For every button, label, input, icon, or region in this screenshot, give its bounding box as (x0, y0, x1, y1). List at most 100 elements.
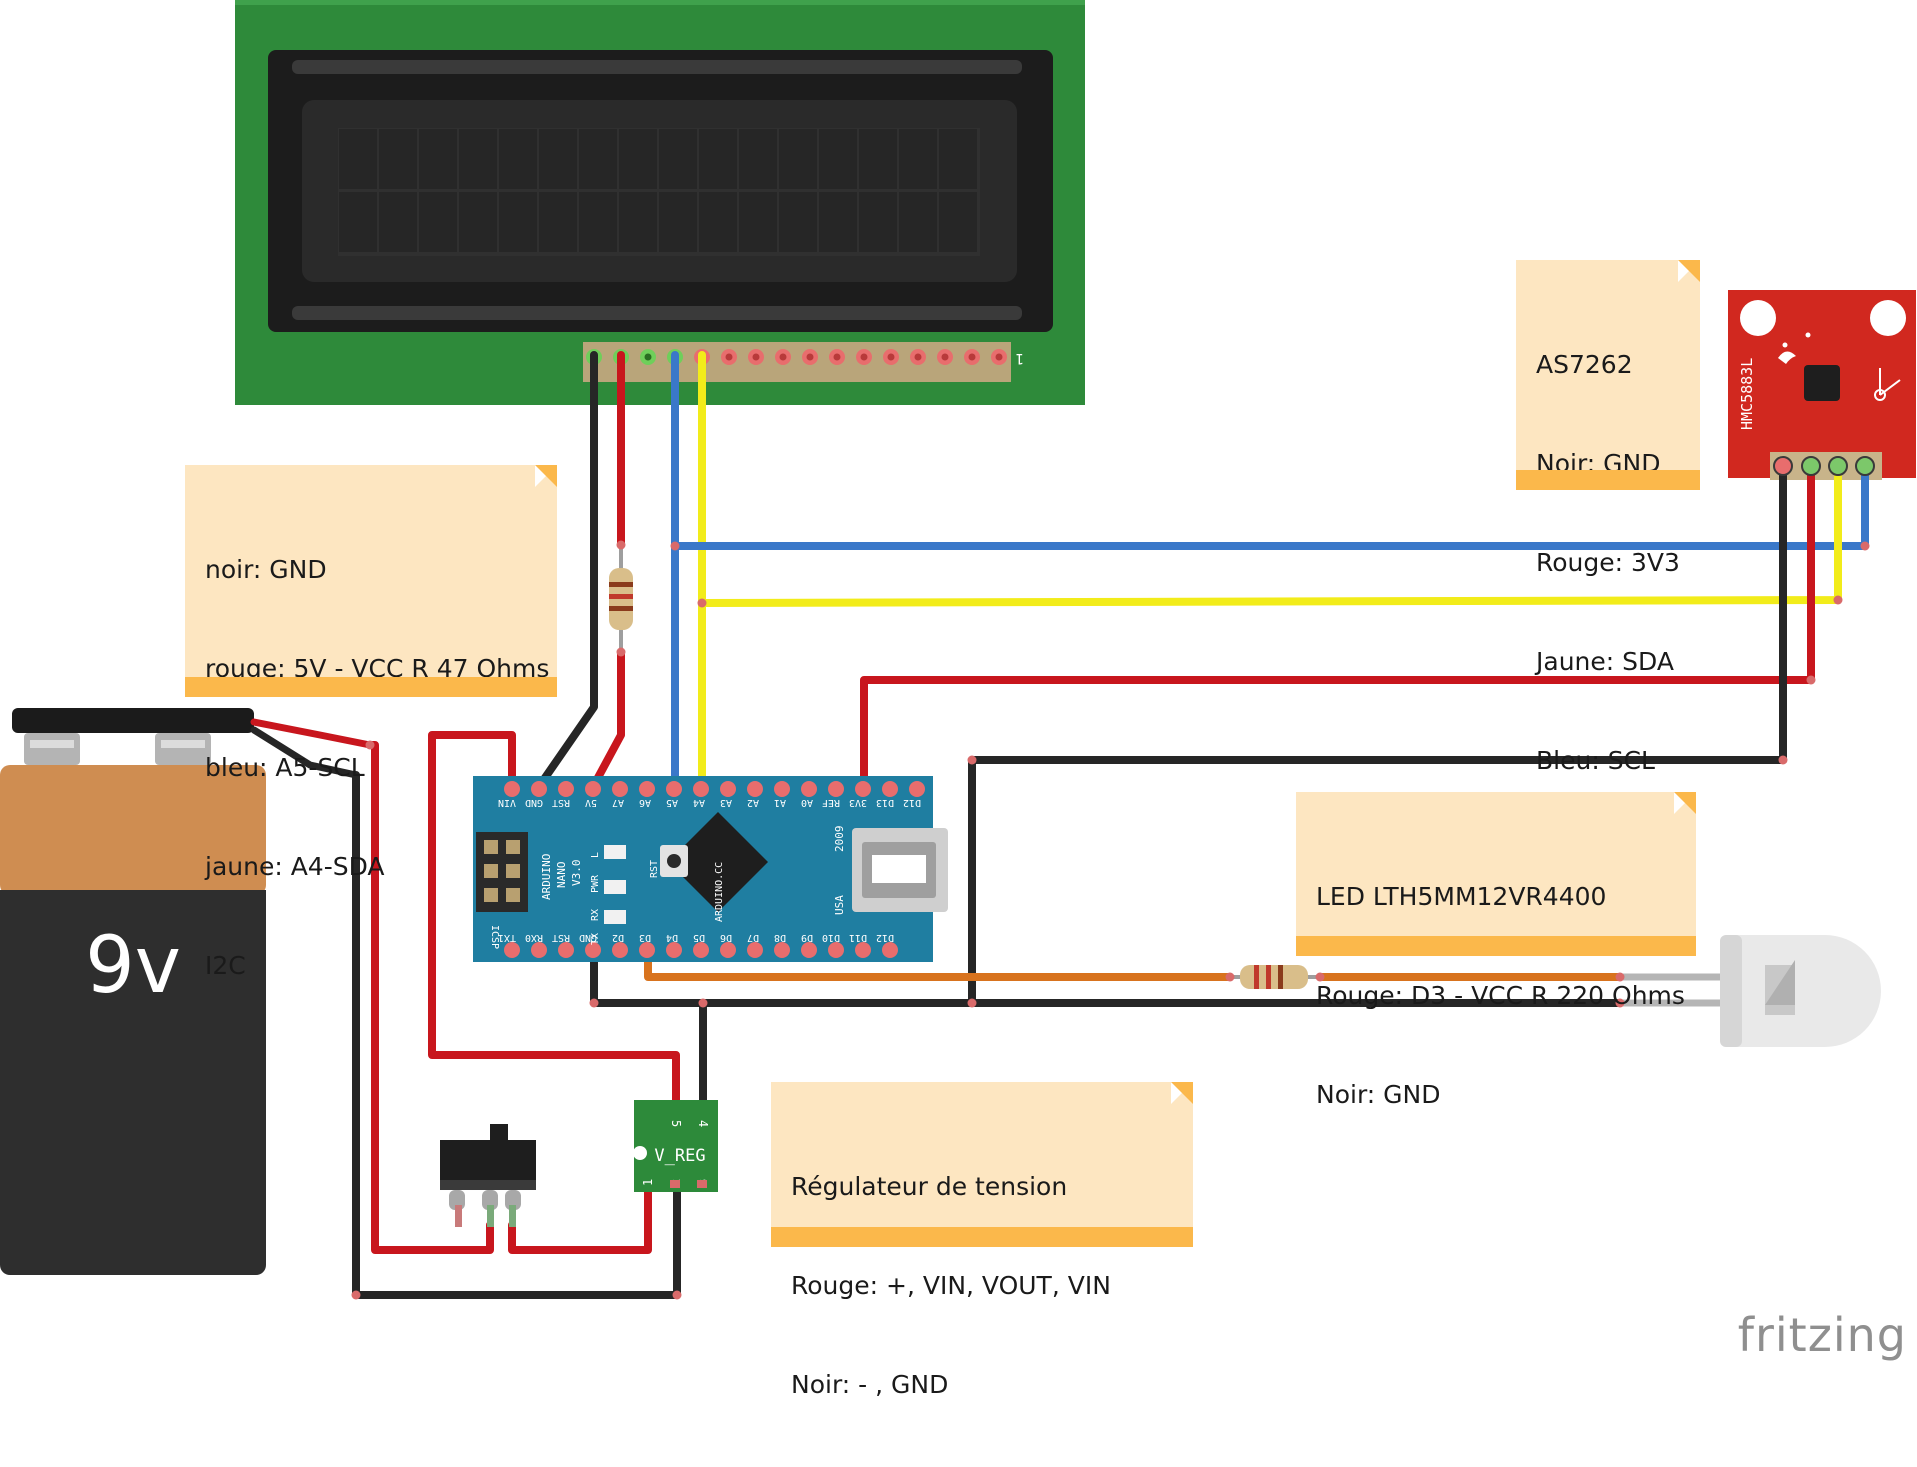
regulator-pin-4: 4 (696, 1120, 710, 1127)
lcd-cell (659, 129, 697, 189)
lcd-cell (459, 129, 497, 189)
note-regulator-line-1: Régulateur de tension (791, 1172, 1068, 1201)
battery-voltage-label: 9v (85, 921, 181, 1011)
note-sensor-line-4: Jaune: SDA (1536, 647, 1674, 676)
arduino-top-pin (558, 781, 574, 797)
circuit-diagram: 1 HMC5883L 9v (0, 0, 1916, 1300)
regulator-pin-1: 1 (641, 1179, 655, 1186)
note-sensor-line-3: Rouge: 3V3 (1536, 548, 1680, 577)
resistor-220-ohms (1240, 965, 1308, 989)
arduino-bottom-pin-label: RST (552, 932, 570, 943)
lcd-cell (899, 129, 937, 189)
arduino-bottom-pin-label: D2 (612, 932, 624, 943)
lcd-cell (859, 192, 897, 252)
arduino-name-line-3: V3.0 (570, 860, 583, 887)
arduino-bottom-pin-header (504, 942, 898, 958)
arduino-top-pin-header (504, 781, 925, 797)
wire-endpoint (1315, 972, 1325, 982)
arduino-top-pin (693, 781, 709, 797)
sensor-board: HMC5883L (1728, 290, 1916, 480)
wire-endpoint (616, 540, 626, 550)
wire-endpoint (697, 598, 707, 608)
note-sensor-wiring: AS7262 Noir: GND Rouge: 3V3 Jaune: SDA B… (1516, 260, 1700, 775)
sensor-pin (1828, 456, 1848, 476)
note-lcd-line-3: bleu: A5-SCL (205, 753, 365, 782)
arduino-bottom-pin (882, 942, 898, 958)
lcd-cell (539, 192, 577, 252)
arduino-bottom-pin (558, 942, 574, 958)
icsp-pin (484, 864, 498, 878)
arduino-top-pin-label: GND (525, 797, 543, 808)
arduino-top-pin-label: A1 (774, 797, 786, 808)
regulator-label: V_REG (654, 1146, 705, 1166)
arduino-top-pin (801, 781, 817, 797)
arduino-bottom-pin (666, 942, 682, 958)
arduino-top-pin-label: 5V (585, 797, 597, 808)
arduino-top-pin (774, 781, 790, 797)
arduino-top-pin (612, 781, 628, 797)
wire-endpoint (670, 541, 680, 551)
wire-endpoint (589, 998, 599, 1008)
lcd-cell (459, 192, 497, 252)
lcd-cell (739, 129, 777, 189)
arduino-top-pin-label: A6 (639, 797, 651, 808)
arduino-top-pin (531, 781, 547, 797)
lcd-character-cells (339, 129, 977, 252)
wire-endpoint (1806, 675, 1816, 685)
voltage-regulator: V_REG 5 4 1 2 3 (633, 1100, 718, 1192)
arduino-name-line-1: ARDUINO (540, 854, 553, 900)
arduino-site-label: ARDUINO.CC (714, 862, 725, 922)
wire-endpoint (672, 1290, 682, 1300)
wire-endpoint (365, 740, 375, 750)
arduino-led-label-l: L (590, 852, 601, 858)
arduino-top-pin-label: A5 (666, 797, 678, 808)
lcd-cell (619, 192, 657, 252)
note-regulator-line-3: Noir: - , GND (791, 1370, 949, 1399)
battery-9v: 9v (0, 708, 266, 1275)
arduino-bottom-pin (828, 942, 844, 958)
lcd-cell (939, 192, 977, 252)
wire-endpoint (1615, 998, 1625, 1008)
lcd-cell (619, 129, 657, 189)
arduino-usa-label: USA (833, 895, 846, 915)
arduino-bottom-pin-label: TX1 (498, 932, 516, 943)
sensor-chip-label: HMC5883L (1738, 358, 1756, 430)
lcd-cell (819, 192, 857, 252)
arduino-top-pin (855, 781, 871, 797)
led-5mm (1720, 935, 1881, 1047)
wire-endpoint (1778, 755, 1788, 765)
lcd-module: 1 (235, 0, 1085, 405)
arduino-bottom-pin (612, 942, 628, 958)
arduino-bottom-pin-label: RX0 (525, 932, 543, 943)
arduino-bottom-pin (504, 942, 520, 958)
lcd-cell (379, 129, 417, 189)
arduino-top-pin-label: A3 (720, 797, 732, 808)
note-sensor-line-5: Bleu: SCL (1536, 746, 1655, 775)
lcd-cell (739, 192, 777, 252)
arduino-bottom-pin-label: D9 (801, 932, 813, 943)
icsp-pin (484, 888, 498, 902)
arduino-bottom-pin (585, 942, 601, 958)
icsp-pin (506, 840, 520, 854)
arduino-top-pin (720, 781, 736, 797)
wire-endpoint (698, 998, 708, 1008)
arduino-top-pin-label: VIN (498, 797, 516, 808)
lcd-cell (339, 192, 377, 252)
lcd-cell (779, 192, 817, 252)
arduino-top-pin-label: A4 (693, 797, 705, 808)
arduino-led-label-pwr: PWR (590, 874, 601, 893)
arduino-top-pin (828, 781, 844, 797)
arduino-bottom-pin (747, 942, 763, 958)
note-led-line-2: Rouge: D3 - VCC R 220 Ohms (1316, 981, 1685, 1010)
note-sensor-line-1: AS7262 (1536, 350, 1633, 379)
arduino-top-pin (585, 781, 601, 797)
lcd-cell (579, 192, 617, 252)
lcd-cell (379, 192, 417, 252)
sensor-pin (1801, 456, 1821, 476)
arduino-bottom-pin-label: D11 (849, 932, 867, 943)
arduino-bottom-pin (720, 942, 736, 958)
arduino-top-pin (882, 781, 898, 797)
arduino-bottom-pin-label: D12 (876, 932, 894, 943)
arduino-bottom-pin (774, 942, 790, 958)
wire-endpoint (616, 647, 626, 657)
